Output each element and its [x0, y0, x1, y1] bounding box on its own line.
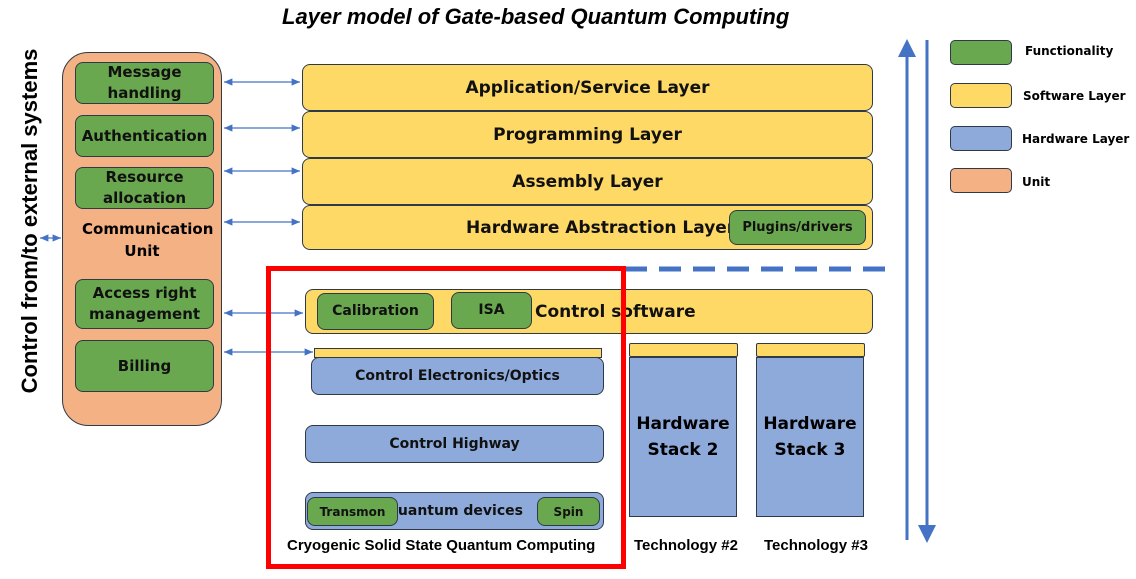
- control-electronics-optics: Control Electronics/Optics: [311, 357, 604, 395]
- function-message-handling: Message handling: [75, 62, 214, 104]
- legend-label-unit: Unit: [1022, 175, 1051, 189]
- function-isa: ISA: [451, 292, 532, 329]
- technology-2-label: Technology #2: [634, 537, 738, 554]
- plugins-drivers: Plugins/drivers: [729, 210, 866, 245]
- legend-label-functionality: Functionality: [1025, 44, 1114, 58]
- device-spin: Spin: [537, 497, 600, 526]
- function-authentication: Authentication: [75, 115, 214, 157]
- function-calibration: Calibration: [317, 293, 434, 330]
- legend-label-hardware: Hardware Layer: [1022, 132, 1130, 146]
- hardware-stack-2: Hardware Stack 2: [629, 357, 737, 517]
- diagram-title: Layer model of Gate-based Quantum Comput…: [282, 4, 790, 29]
- external-control-label: Control from/to external systems: [17, 48, 42, 394]
- control-software-label: Control software: [535, 301, 696, 322]
- hal-label: Hardware Abstraction Layer: [466, 217, 736, 238]
- assembly-layer: Assembly Layer: [302, 158, 873, 205]
- function-access-right-management: Access right management: [75, 279, 214, 329]
- legend-swatch-unit: [950, 168, 1012, 193]
- control-highway: Control Highway: [305, 425, 604, 463]
- application-service-layer: Application/Service Layer: [302, 64, 873, 111]
- hardware-stack-3: Hardware Stack 3: [756, 357, 864, 517]
- stack2-software-cap: [629, 343, 738, 357]
- technology-1-label: Cryogenic Solid State Quantum Computing: [287, 537, 596, 554]
- technology-3-label: Technology #3: [764, 537, 868, 554]
- legend-label-software: Software Layer: [1023, 89, 1126, 103]
- function-resource-allocation: Resource allocation: [75, 167, 214, 209]
- legend-swatch-software: [950, 83, 1012, 108]
- function-billing: Billing: [75, 340, 214, 392]
- communication-unit-label: Communication Unit: [82, 220, 214, 260]
- stack3-software-cap: [756, 343, 865, 357]
- highlight-box: [266, 266, 626, 569]
- legend-swatch-functionality: [950, 40, 1012, 65]
- legend-swatch-hardware: [950, 126, 1012, 151]
- programming-layer: Programming Layer: [302, 111, 873, 158]
- device-transmon: Transmon: [307, 497, 398, 526]
